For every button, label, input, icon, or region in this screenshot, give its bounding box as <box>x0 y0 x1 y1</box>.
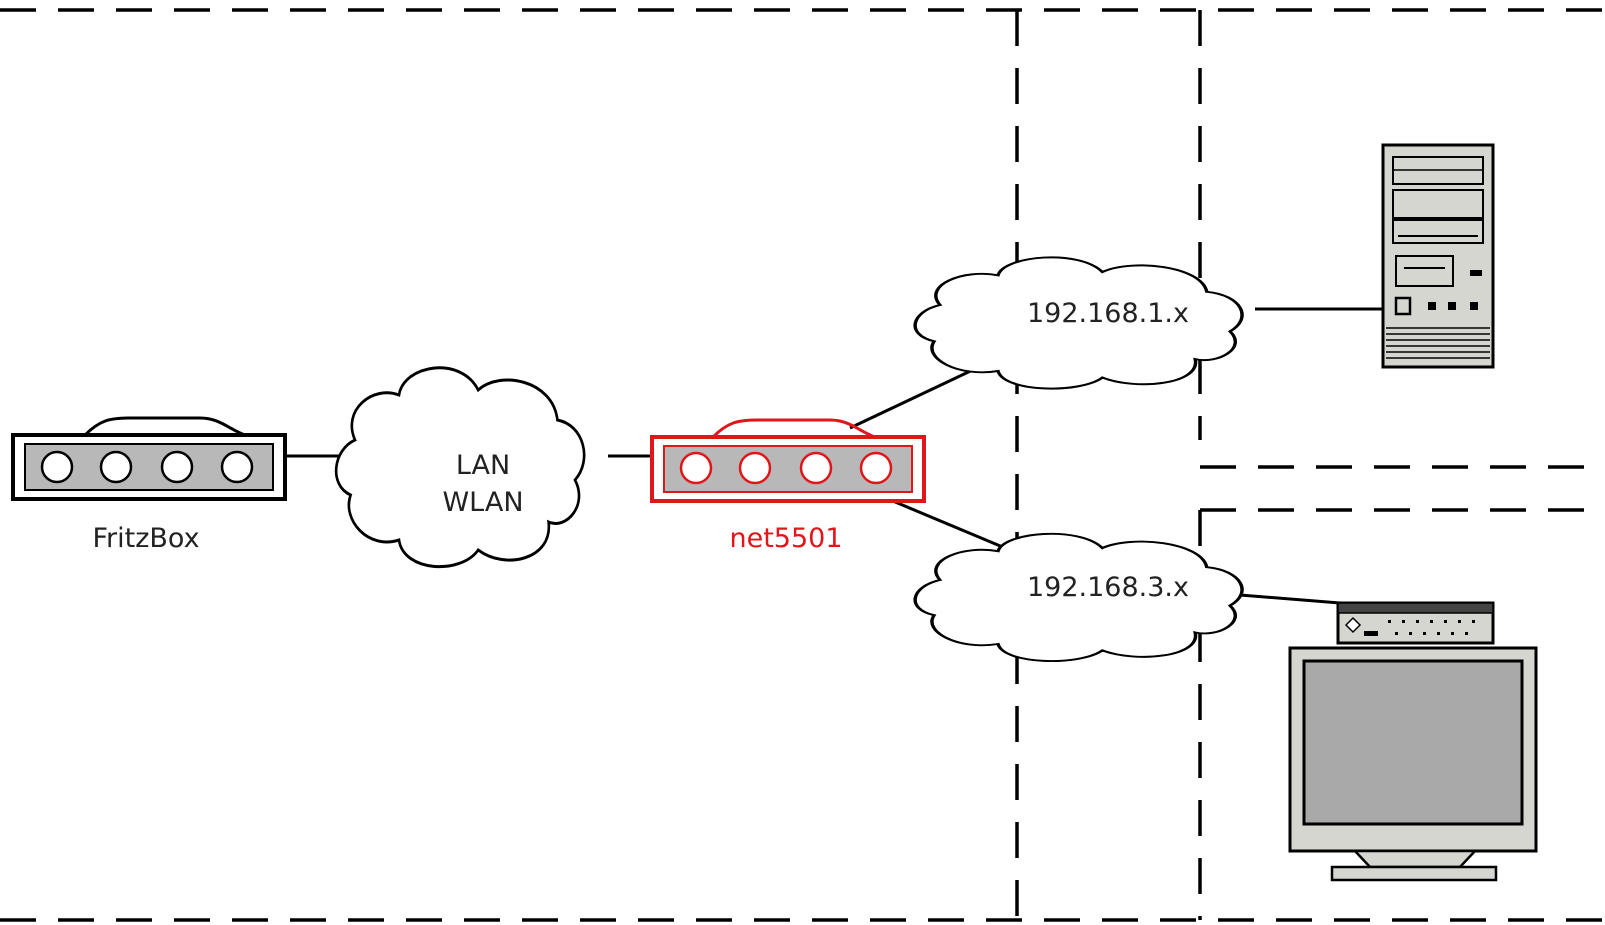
link-net5501-subnet3 <box>888 499 1005 548</box>
subnet-1-cloud: 192.168.1.x <box>915 257 1242 388</box>
workstation-pc <box>1290 603 1536 880</box>
subnet-3-label: 192.168.3.x <box>1027 572 1189 603</box>
server-pc <box>1383 145 1493 367</box>
subnet-1-label: 192.168.1.x <box>1027 298 1189 329</box>
lan-wlan-cloud: LAN WLAN <box>336 368 584 567</box>
router-icon <box>13 418 285 499</box>
subnet-3-cloud: 192.168.3.x <box>915 534 1242 661</box>
net5501-router: net5501 <box>652 420 924 554</box>
net5501-label: net5501 <box>729 523 842 554</box>
lan-label: LAN <box>456 450 510 481</box>
monitor-pc-icon <box>1290 603 1536 880</box>
fritzbox-label: FritzBox <box>92 523 199 554</box>
fritzbox-router: FritzBox <box>13 418 285 554</box>
router-icon <box>652 420 924 501</box>
wlan-label: WLAN <box>442 487 523 518</box>
link-subnet3-workstation <box>1240 595 1340 603</box>
tower-pc-icon <box>1383 145 1493 367</box>
